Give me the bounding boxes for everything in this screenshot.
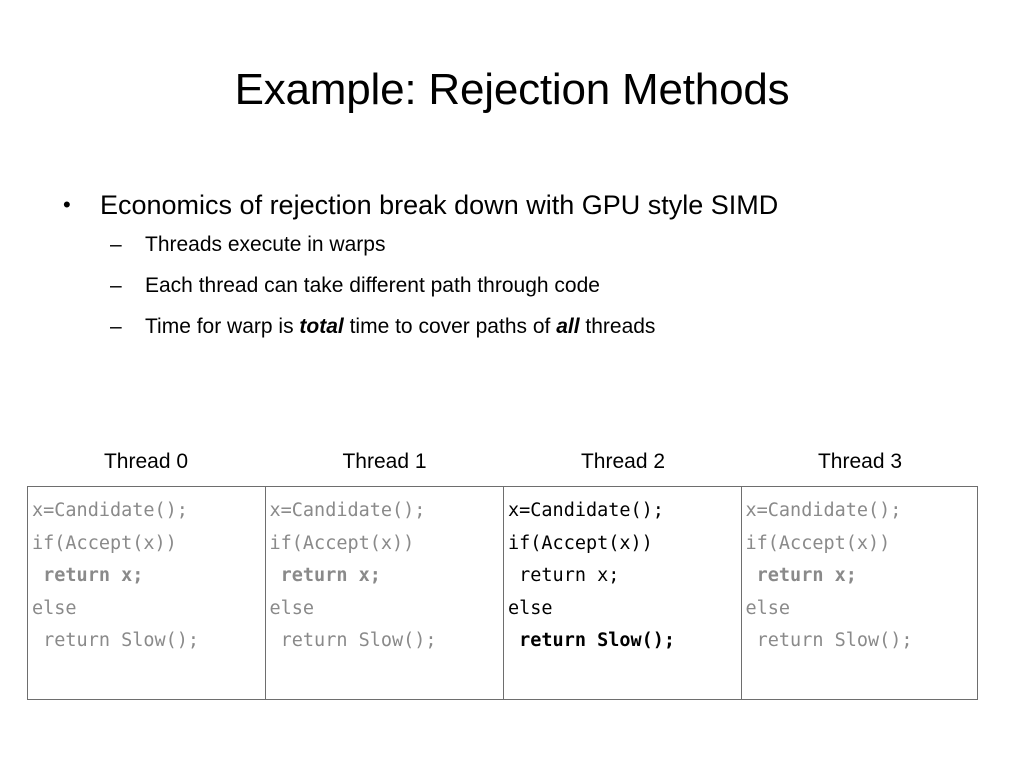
code-line: return Slow(); xyxy=(745,630,913,651)
thread-header-1: Thread 1 xyxy=(342,450,427,473)
bullet-dot-icon: • xyxy=(63,192,71,217)
code-line: else xyxy=(508,597,553,619)
code-line: x=Candidate(); xyxy=(508,500,664,521)
thread-code-column-3: x=Candidate(); if(Accept(x)) return x; e… xyxy=(742,487,978,699)
bullet-level2-text-mid: time to cover paths of xyxy=(343,315,557,338)
bullet-level2-text: Threads execute in warps xyxy=(145,233,386,256)
code-line: return x; xyxy=(508,565,620,586)
code-line: return x; xyxy=(32,565,144,586)
thread-code-table: x=Candidate(); if(Accept(x)) return x; e… xyxy=(27,486,978,700)
thread-code-column-1: x=Candidate(); if(Accept(x)) return x; e… xyxy=(266,487,504,699)
code-line: if(Accept(x)) xyxy=(508,532,653,554)
code-line: return x; xyxy=(269,565,381,586)
code-line: else xyxy=(32,597,77,619)
bullet-level2-text: Each thread can take different path thro… xyxy=(145,274,600,297)
code-line: return Slow(); xyxy=(32,630,200,651)
bullet-dash-icon: – xyxy=(110,315,122,338)
bullet-level2-item: – Threads execute in warps xyxy=(0,224,1024,265)
bullet-level2-item: – Time for warp is total time to cover p… xyxy=(0,306,1024,347)
code-line: return Slow(); xyxy=(269,630,437,651)
code-line: else xyxy=(745,597,791,619)
bullet-level2-text-post: threads xyxy=(579,315,656,338)
code-line: if(Accept(x)) xyxy=(32,532,177,554)
page-title: Example: Rejection Methods xyxy=(234,65,790,114)
bullet-level2-item: – Each thread can take different path th… xyxy=(0,265,1024,306)
bullet-level1-text: Economics of rejection break down with G… xyxy=(100,190,779,220)
code-line: if(Accept(x)) xyxy=(745,532,891,554)
code-line: x=Candidate(); xyxy=(32,500,188,521)
code-line-highlighted: return Slow(); xyxy=(508,630,676,651)
thread-code-column-0: x=Candidate(); if(Accept(x)) return x; e… xyxy=(28,487,266,699)
thread-header-0: Thread 0 xyxy=(103,450,189,473)
code-line: return x; xyxy=(745,565,857,586)
code-line: else xyxy=(269,597,315,619)
bullet-list: • Economics of rejection break down with… xyxy=(0,186,1024,347)
thread-code-column-2: x=Candidate(); if(Accept(x)) return x; e… xyxy=(504,487,742,699)
thread-header-2: Thread 2 xyxy=(580,450,666,473)
code-line: if(Accept(x)) xyxy=(269,532,415,554)
code-line: x=Candidate(); xyxy=(269,500,426,521)
code-line: x=Candidate(); xyxy=(745,500,902,521)
bullet-emphasis-all: all xyxy=(556,315,580,338)
bullet-emphasis-total: total xyxy=(299,315,344,338)
bullet-dash-icon: – xyxy=(110,274,122,297)
bullet-level2-text-pre: Time for warp is xyxy=(145,315,300,338)
thread-header-row: Thread 0 Thread 1 Thread 2 Thread 3 xyxy=(27,448,978,476)
bullet-dash-icon: – xyxy=(110,233,122,256)
bullet-level1-item: • Economics of rejection break down with… xyxy=(0,186,1024,224)
thread-header-3: Thread 3 xyxy=(817,450,903,473)
